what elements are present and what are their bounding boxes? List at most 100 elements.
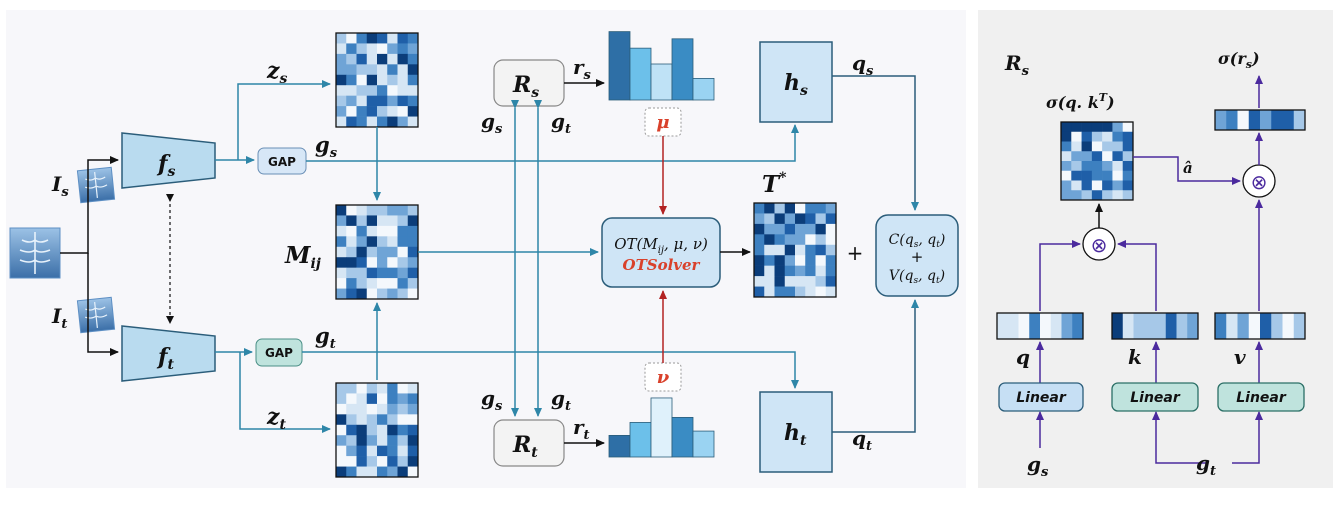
heatmap-cell (1237, 313, 1250, 340)
heatmap-cell (1071, 190, 1082, 201)
heatmap-cell (825, 255, 837, 266)
label-sigma-r-s: σ(rs) (1218, 49, 1260, 71)
heatmap-cell (366, 215, 378, 227)
heatmap-cell (366, 403, 378, 415)
vector-v (1214, 312, 1306, 340)
heatmap-cell (1071, 170, 1082, 181)
heatmap-cell (387, 53, 398, 65)
heatmap-cell (1061, 170, 1072, 181)
heatmap-cell (1248, 110, 1261, 131)
heatmap-cell (336, 424, 347, 436)
svg-text:hs: hs (784, 70, 808, 99)
heatmap-cell (764, 286, 775, 298)
histogram-bar (671, 38, 694, 101)
heatmap-cell (366, 456, 378, 467)
heatmap-cell (356, 466, 368, 478)
heatmap-cell (795, 244, 806, 256)
heatmap-cell (387, 424, 398, 436)
gt-to-ht-arrow (302, 351, 799, 389)
heatmap-cell (336, 288, 347, 300)
heatmap-cell (825, 223, 837, 235)
heatmap-cell (377, 53, 388, 65)
heatmap-cell (407, 403, 419, 415)
heatmap-cell (815, 244, 827, 256)
heatmap-cell (407, 435, 419, 446)
heatmap-cell (1112, 161, 1124, 172)
heatmap-cell (366, 257, 378, 268)
heatmap-cell (1293, 110, 1306, 131)
label-k: k (1128, 345, 1142, 369)
heatmap-cell (1122, 161, 1134, 172)
heatmap-cell (356, 456, 368, 467)
heatmap-cell (1091, 131, 1103, 142)
heatmap-border (335, 382, 419, 478)
heatmap-cell (805, 255, 816, 266)
heatmap-cell (366, 53, 378, 65)
heatmap-cell (764, 265, 775, 277)
heatmap-cell (795, 265, 806, 277)
label-M-ij: Mij (284, 242, 321, 272)
heatmap-cell (366, 225, 378, 237)
heatmap-cell (377, 267, 388, 279)
heatmap-cell (407, 236, 419, 248)
heatmap-cell (397, 445, 409, 457)
heatmap-cell (1282, 110, 1295, 131)
heatmap-cell (815, 203, 827, 214)
heatmap-cell (366, 383, 378, 394)
gap-box-t: GAP (255, 338, 303, 367)
heatmap-cell (336, 246, 347, 258)
k-to-otimes-arrow (1117, 240, 1157, 311)
heatmap-cell (356, 414, 368, 426)
heatmap-cell (825, 244, 837, 256)
heatmap-cell (366, 95, 378, 107)
heatmap-cell (387, 95, 398, 107)
heatmap-cell (377, 33, 388, 44)
histogram-bar (650, 397, 673, 458)
heatmap-cell (805, 223, 816, 235)
heatmap-cell (1061, 122, 1072, 133)
heatmap-cell (356, 215, 368, 227)
heatmap-cell (366, 278, 378, 289)
heatmap-cell (805, 213, 816, 225)
label-z-s: zs (266, 58, 288, 87)
heatmap-cell (346, 414, 357, 426)
heatmap-cell (1102, 161, 1113, 172)
heatmap-cell (1061, 313, 1073, 340)
heatmap-cell (1271, 313, 1283, 340)
heatmap-cell (366, 33, 378, 44)
heatmap-cell (366, 445, 378, 457)
heatmap-cell (815, 223, 827, 235)
histogram-r-t (608, 397, 715, 458)
heatmap-cell (1112, 180, 1124, 191)
heatmap-cell (407, 278, 419, 289)
heatmap-cell (1081, 131, 1093, 142)
heatmap-cell (1061, 131, 1072, 142)
heatmap-cell (387, 435, 398, 446)
heatmap-cell (356, 74, 368, 86)
heatmap-cell (377, 466, 388, 478)
heatmap-cell (366, 288, 378, 300)
heatmap-cell (346, 85, 357, 96)
heatmap-cell (1091, 151, 1103, 162)
heatmap-cell (377, 236, 388, 248)
heatmap-cell (336, 257, 347, 268)
histogram-bar (608, 31, 631, 101)
svg-text:OTSolver: OTSolver (623, 256, 701, 274)
heatmap-cell (1187, 313, 1199, 340)
q-to-otimes-arrow (1039, 240, 1081, 311)
heatmap-cell (397, 95, 409, 107)
heatmap-cell (795, 203, 806, 214)
heatmap-cell (346, 116, 357, 128)
heatmap-cell (336, 106, 347, 117)
heatmap-cell (397, 393, 409, 405)
nu-box: ν (644, 362, 682, 392)
heatmap-cell (407, 414, 419, 426)
heatmap-cell (377, 435, 388, 446)
heatmap-cell (1081, 180, 1093, 191)
heatmap-cell (377, 257, 388, 268)
heatmap-cell (774, 255, 786, 266)
heatmap-cell (346, 278, 357, 289)
heatmap-cell (336, 95, 347, 107)
heatmap-cell (815, 213, 827, 225)
heatmap-cell (346, 74, 357, 86)
